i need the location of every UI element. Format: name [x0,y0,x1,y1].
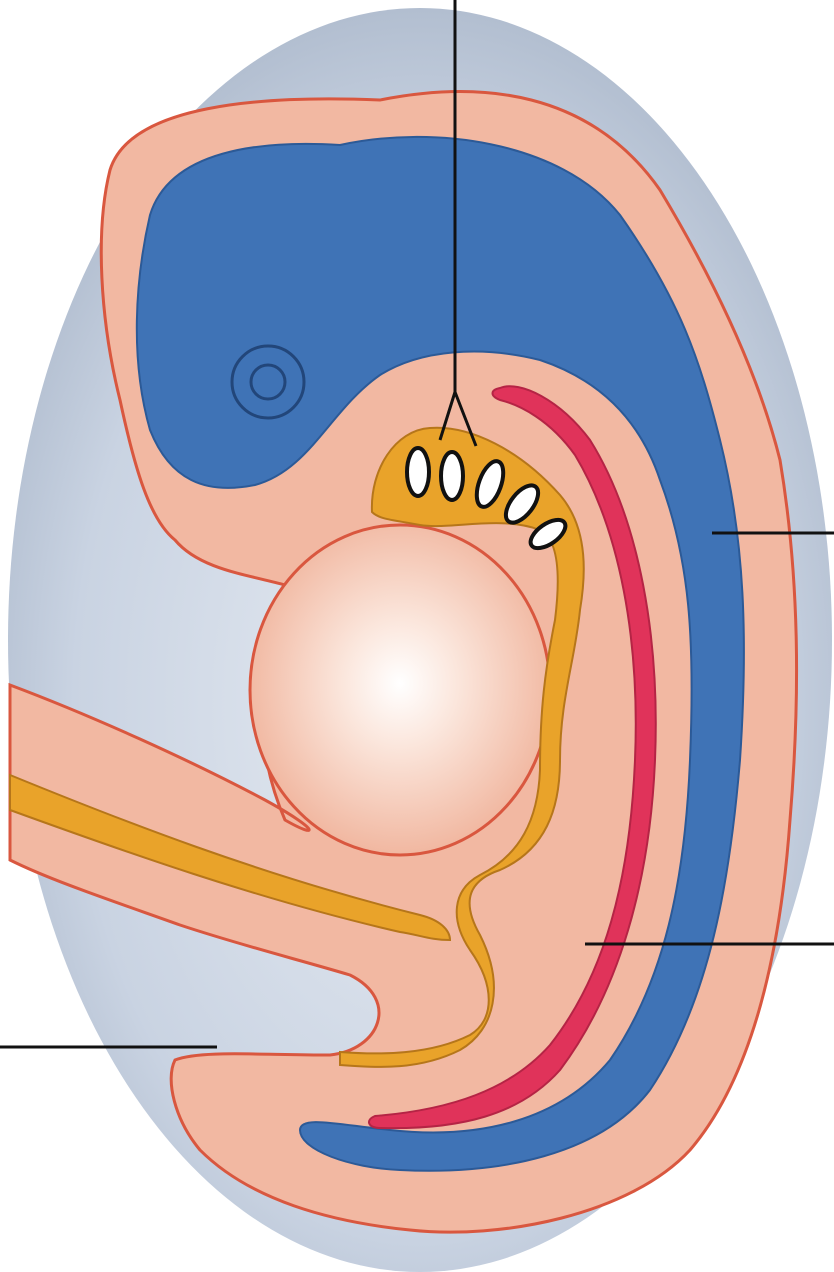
pharyngeal-pouch [407,448,429,496]
pharyngeal-pouch [441,452,463,500]
yolk-sac [250,525,550,855]
